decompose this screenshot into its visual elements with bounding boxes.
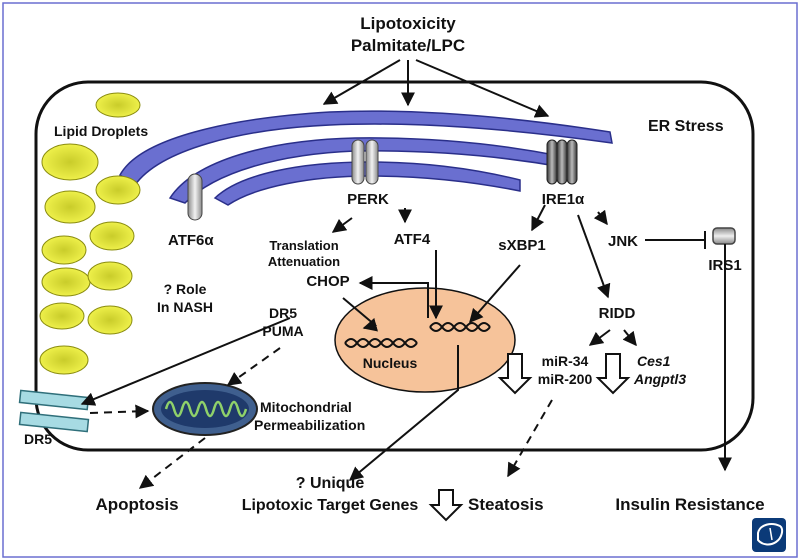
lipid-droplet: [41, 143, 99, 181]
mir200-label: miR-200: [538, 371, 593, 387]
role-label-1: ? Role: [164, 281, 207, 297]
puma-label: PUMA: [262, 323, 303, 339]
ire1-sensor: [546, 139, 578, 185]
lipid-droplets: [39, 92, 141, 375]
irs1-receptor-icon: [712, 227, 736, 245]
dr5-upper-label: DR5: [269, 305, 297, 321]
arrow-mir-steatosis: [507, 399, 553, 478]
perk-label: PERK: [347, 191, 389, 208]
apoptosis-label: Apoptosis: [95, 495, 178, 514]
er-stress-label: ER Stress: [648, 118, 724, 135]
steatosis-label: Steatosis: [468, 495, 544, 514]
dna-helix-chop: [344, 338, 418, 348]
arrow-ire1-jnk: [593, 209, 608, 226]
irs1-label: IRS1: [708, 257, 741, 274]
lipid-droplet: [95, 175, 141, 205]
lipid-droplet: [39, 302, 85, 330]
arrows: [80, 59, 732, 481]
mitochondrial-label: Mitochondrial: [260, 399, 352, 415]
ire1-label: IRE1α: [542, 191, 585, 208]
ces1-label: Ces1: [637, 353, 671, 369]
chop-label: CHOP: [306, 273, 349, 290]
arrow-ire1-ridd: [577, 214, 611, 299]
lipid-droplet: [89, 221, 135, 251]
er-membrane-3: [213, 161, 521, 206]
dna-helix-target: [429, 322, 491, 332]
down-arrow-steatosis-icon: [428, 489, 464, 522]
arrow-mito-apoptosis: [138, 437, 206, 489]
lipid-droplet: [95, 92, 141, 118]
dashed-arrows: [89, 347, 553, 489]
arrow-dr5-receptor: [80, 317, 291, 406]
dr5-receptor-label: DR5: [24, 431, 52, 447]
arrow-sxbp1-nucleus: [469, 264, 521, 324]
lipid-droplet: [87, 305, 133, 335]
unique-label-2: Lipotoxic Target Genes: [242, 497, 419, 514]
arrow-to-er: [415, 59, 550, 118]
lipid-droplet: [87, 261, 133, 291]
top-title-line2: Palmitate/LPC: [351, 36, 465, 55]
top-title-line1: Lipotoxicity: [360, 14, 456, 33]
perk-sensor: [351, 139, 379, 185]
angptl3-label: Angptl3: [633, 371, 686, 387]
lipid-droplet: [44, 190, 96, 224]
arrow-ire1-sxbp1: [531, 204, 546, 232]
attenuation-label: Attenuation: [268, 254, 340, 269]
atf6-sensor: [187, 173, 203, 221]
arrow-ridd-ces1: [622, 329, 637, 347]
liver-logo-icon: [752, 518, 786, 552]
arrow-perk-translation: [331, 217, 353, 233]
lipid-droplets-label: Lipid Droplets: [54, 123, 148, 139]
unique-label-1: ? Unique: [296, 475, 365, 492]
mir34-label: miR-34: [542, 353, 589, 369]
ridd-label: RIDD: [599, 305, 636, 322]
insulin-resistance-label: Insulin Resistance: [615, 495, 764, 514]
arrow-ridd-mir: [588, 329, 611, 346]
dr5-receptor-icon: [18, 389, 90, 433]
atf6-label: ATF6α: [168, 232, 214, 249]
arrow-nucleus-chop: [358, 276, 429, 318]
down-arrow-mir-icon: [497, 353, 533, 395]
lipid-droplet: [41, 267, 91, 297]
cell-membrane: [34, 80, 755, 452]
lipid-droplet: [41, 235, 87, 265]
down-arrow-ces1-icon: [595, 353, 631, 395]
arrow-target-genes: [348, 345, 459, 481]
jnk-label: JNK: [608, 233, 638, 250]
permeabilization-label: Permeabilization: [254, 417, 365, 433]
arrow-chop-dna: [342, 297, 378, 332]
arrow-puma-mito: [226, 347, 281, 386]
sxbp1-label: sXBP1: [498, 237, 546, 254]
nucleus-label: Nucleus: [363, 355, 418, 371]
translation-label: Translation: [269, 238, 338, 253]
lipid-droplet: [39, 345, 89, 375]
er-membrane-1: [119, 110, 613, 187]
arrow-dr5-mito: [89, 404, 150, 419]
arrow-to-er: [322, 59, 401, 105]
mitochondrion: [152, 382, 258, 436]
role-label-2: In NASH: [157, 299, 213, 315]
atf4-label: ATF4: [394, 231, 431, 248]
